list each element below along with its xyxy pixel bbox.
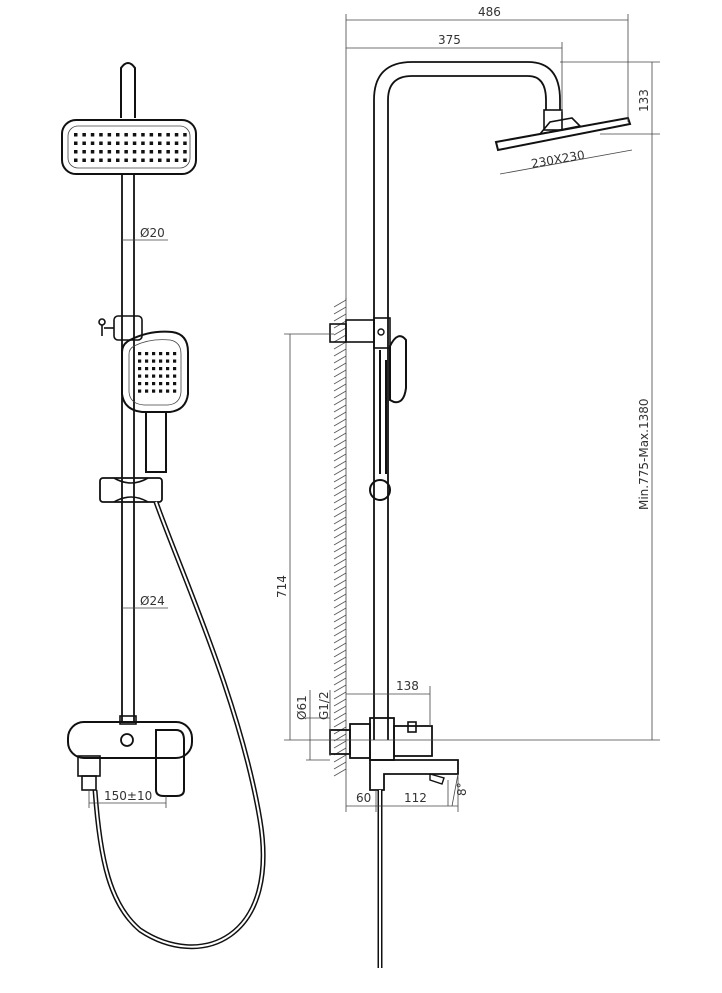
dim-rail-diameter-bottom: Ø24 (140, 594, 165, 608)
dim-flange-diameter: Ø61 (295, 695, 309, 720)
dim-bracket-height: 714 (275, 575, 289, 598)
dim-head-drop: 133 (637, 89, 651, 112)
hand-shower-side (379, 335, 407, 474)
hand-shower-front (121, 330, 189, 473)
rain-head-front (61, 119, 197, 175)
rain-head-side (494, 116, 632, 152)
rain-head-nozzles (74, 133, 187, 162)
dim-inlet-spacing: 150±10 (104, 789, 152, 803)
riser-top-cap (120, 62, 136, 118)
dim-overall-width: 486 (478, 5, 501, 19)
dim-rail-diameter-top: Ø20 (140, 226, 165, 240)
dim-mixer-depth: 138 (396, 679, 419, 693)
dim-thread: G1/2 (317, 691, 331, 720)
riser-outer (373, 61, 561, 740)
dim-height-range: Min.775-Max.1380 (637, 398, 651, 510)
side-view: 486 375 133 230X230 Min.775-Max.1380 714… (275, 5, 660, 968)
dim-spout-angle: 8° (455, 782, 469, 796)
slider-knob-side (369, 479, 391, 501)
mixer-front (67, 715, 193, 797)
dim-arm-length: 375 (438, 33, 461, 47)
dim-spout-length: 112 (404, 791, 427, 805)
front-view: Ø20 Ø24 (61, 62, 266, 950)
hand-shower-nozzles (138, 352, 177, 393)
wall-hatch (333, 299, 347, 777)
dim-head-size: 230X230 (530, 148, 586, 171)
dim-wall-offset: 60 (356, 791, 371, 805)
riser-inner (387, 75, 547, 740)
mixer-side (329, 717, 459, 791)
wall-bracket-side (329, 317, 391, 349)
slide-holder-front (99, 477, 163, 503)
